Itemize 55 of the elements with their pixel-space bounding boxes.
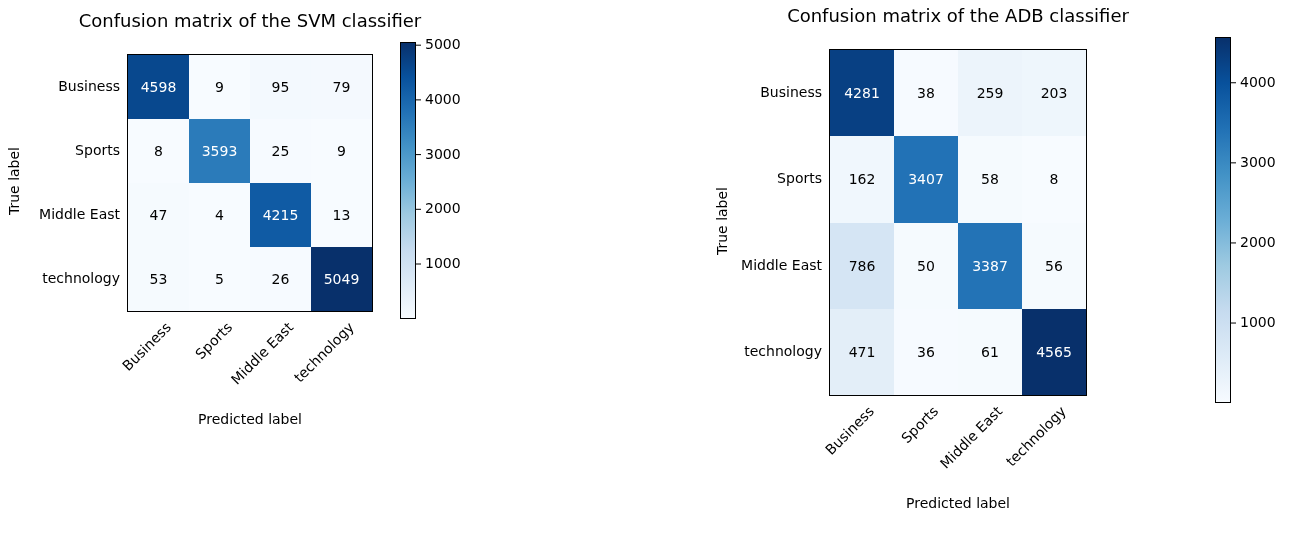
heatmap-cell: 162 xyxy=(830,136,894,223)
heatmap-cell: 61 xyxy=(958,308,1022,395)
heatmap-cell: 259 xyxy=(958,50,1022,137)
heatmap-cell: 4 xyxy=(189,183,250,247)
tick-label: Middle East xyxy=(39,206,120,222)
heatmap-cell: 4565 xyxy=(1022,308,1086,395)
heatmap-cell: 3407 xyxy=(894,136,958,223)
heatmap-cell: 53 xyxy=(128,247,189,311)
heatmap-cell: 47 xyxy=(128,183,189,247)
tick-label: 5000 xyxy=(425,36,461,53)
tick-label: technology xyxy=(42,270,120,286)
tick-label: 2000 xyxy=(1240,233,1276,250)
tick-label: 1000 xyxy=(1240,314,1276,331)
heatmap-cell: 9 xyxy=(311,119,372,183)
tick-label: 4000 xyxy=(1240,73,1276,90)
tick-label: Sports xyxy=(75,142,120,158)
heatmap-cell: 8 xyxy=(1022,136,1086,223)
axis-label: True label xyxy=(714,185,730,257)
heatmap-cell: 58 xyxy=(958,136,1022,223)
tick-label: 3000 xyxy=(1240,153,1276,170)
heatmap-cell: 56 xyxy=(1022,222,1086,309)
chart-title: Confusion matrix of the SVM classifier xyxy=(77,10,423,31)
heatmap-cell: 5 xyxy=(189,247,250,311)
heatmap-cell: 8 xyxy=(128,119,189,183)
heatmap-cell: 50 xyxy=(894,222,958,309)
tick-label: Business xyxy=(760,84,822,101)
heatmap-cell: 3387 xyxy=(958,222,1022,309)
tick-label: 2000 xyxy=(425,200,461,217)
heatmap-cell: 5049 xyxy=(311,247,372,311)
axis-label: Predicted label xyxy=(905,495,1011,511)
heatmap-cell: 4598 xyxy=(128,55,189,119)
tick-label: Middle East xyxy=(741,256,822,273)
axis-label: True label xyxy=(6,146,22,218)
heatmap-cell: 25 xyxy=(250,119,311,183)
heatmap-cell: 4215 xyxy=(250,183,311,247)
chart-title: Confusion matrix of the ADB classifier xyxy=(786,5,1130,26)
heatmap-cell: 4281 xyxy=(830,50,894,137)
tick-label: technology xyxy=(744,342,822,359)
heatmap-cell: 786 xyxy=(830,222,894,309)
heatmap-cell: 26 xyxy=(250,247,311,311)
tick-label: 4000 xyxy=(425,90,461,107)
heatmap-cell: 36 xyxy=(894,308,958,395)
tick-label: 1000 xyxy=(425,255,461,271)
heatmap-cell: 38 xyxy=(894,50,958,137)
heatmap-cell: 79 xyxy=(311,55,372,119)
heatmap-cell: 3593 xyxy=(189,119,250,183)
tick-label: Business xyxy=(58,78,120,94)
heatmap-cell: 13 xyxy=(311,183,372,247)
heatmap-cell: 95 xyxy=(250,55,311,119)
tick-label: Sports xyxy=(777,170,822,187)
tick-label: 3000 xyxy=(425,145,461,162)
heatmap-cell: 471 xyxy=(830,308,894,395)
axis-label: Predicted label xyxy=(197,411,303,427)
heatmap-cell: 203 xyxy=(1022,50,1086,137)
heatmap-cell: 9 xyxy=(189,55,250,119)
